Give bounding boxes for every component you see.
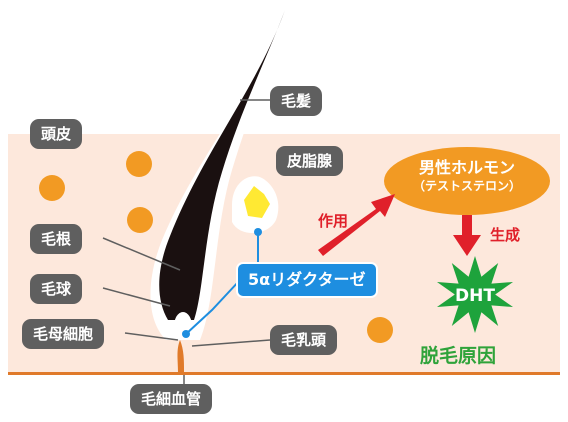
label-capillary: 毛細血管	[130, 384, 213, 414]
cell-dot	[39, 175, 65, 201]
cell-dot	[127, 207, 153, 233]
dht-starburst	[437, 256, 513, 333]
label-hair: 毛髪	[270, 86, 323, 116]
dht-label: DHT	[455, 286, 495, 306]
cell-dot	[367, 317, 393, 343]
hormone-subname: （テストステロン）	[412, 179, 521, 193]
enzyme-label: 5αリダクターゼ	[236, 262, 378, 298]
label-sebaceous-gland: 皮脂腺	[276, 146, 344, 176]
hair-shaft	[159, 10, 285, 320]
capillary-branch	[177, 340, 184, 372]
capillary-line	[8, 372, 560, 375]
enzyme-dot	[254, 228, 262, 236]
action-arrow	[318, 194, 395, 256]
cell-dot	[126, 151, 152, 177]
enzyme-dot	[182, 330, 190, 338]
label-dermal-papilla: 毛乳頭	[270, 325, 338, 355]
hair-loss-cause-label: 脱毛原因	[420, 345, 497, 367]
enzyme-connectors	[185, 232, 259, 335]
sebum-blob	[244, 186, 270, 218]
label-scalp: 頭皮	[30, 119, 83, 149]
leader-lines	[102, 99, 271, 384]
label-hair-bulb: 毛球	[30, 274, 83, 304]
label-matrix-cell: 毛母細胞	[22, 319, 105, 349]
produce-label: 生成	[490, 226, 521, 244]
label-hair-root: 毛根	[30, 224, 83, 254]
produce-arrow	[453, 215, 481, 256]
hormone-name: 男性ホルモン	[418, 158, 515, 177]
hormone-oval	[384, 147, 550, 215]
action-label: 作用	[318, 212, 349, 230]
hormone-label: 男性ホルモン （テストステロン）	[384, 158, 550, 194]
